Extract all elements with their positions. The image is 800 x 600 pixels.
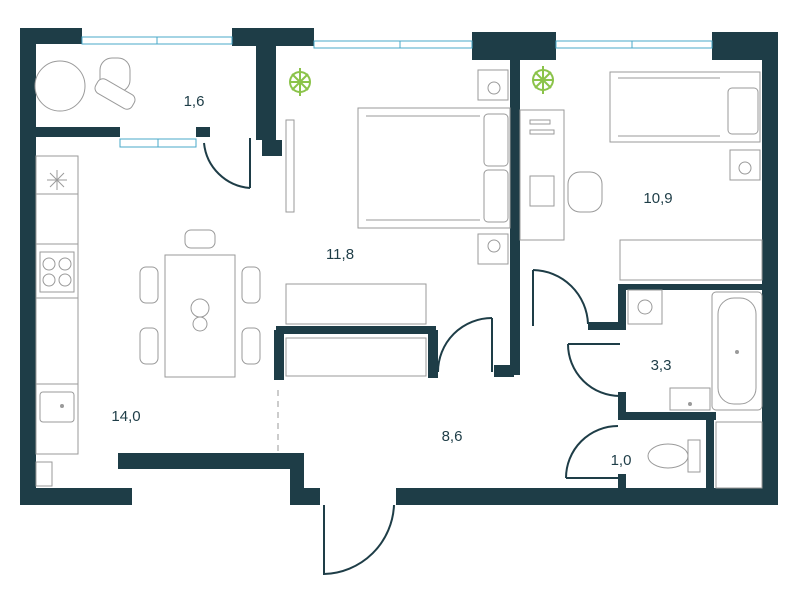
sink-icon [39,391,75,423]
area-label-hallway: 8,6 [442,428,463,445]
bedroom-2-furniture [519,66,763,281]
doors [203,138,621,576]
toilet-fixtures [647,421,763,489]
walls [20,28,778,505]
double-bed-icon [357,69,511,265]
wardrobe-icon [285,283,427,377]
cooktop-icon [39,251,75,293]
area-label-kitchen-living: 14,0 [111,408,140,425]
area-label-bedroom-2: 10,9 [643,190,672,207]
washing-machine-icon [627,289,663,325]
area-label-balcony: 1,6 [184,93,205,110]
area-label-toilet: 1,0 [611,452,632,469]
desk-icon [519,109,603,241]
balcony-furniture [34,57,136,112]
windows [81,36,713,148]
fan-icon [47,170,67,190]
area-labels: 1,6 14,0 11,8 10,9 8,6 3,3 1,0 [111,93,672,469]
washbasin-icon [669,387,711,411]
dining-table-icon [139,229,261,378]
bathroom-fixtures [627,289,763,411]
single-bed-icon [609,71,761,181]
wardrobe-icon [619,239,763,281]
plant-icon [289,68,311,96]
area-label-bedroom-1: 11,8 [326,246,354,263]
kitchen-fixtures [39,170,261,423]
plant-icon [532,66,554,94]
area-label-bathroom: 3,3 [651,357,672,374]
bedroom-1-furniture [285,68,511,377]
partitions [35,155,279,487]
toilet-icon [647,439,701,473]
bathtub-icon [711,291,763,411]
